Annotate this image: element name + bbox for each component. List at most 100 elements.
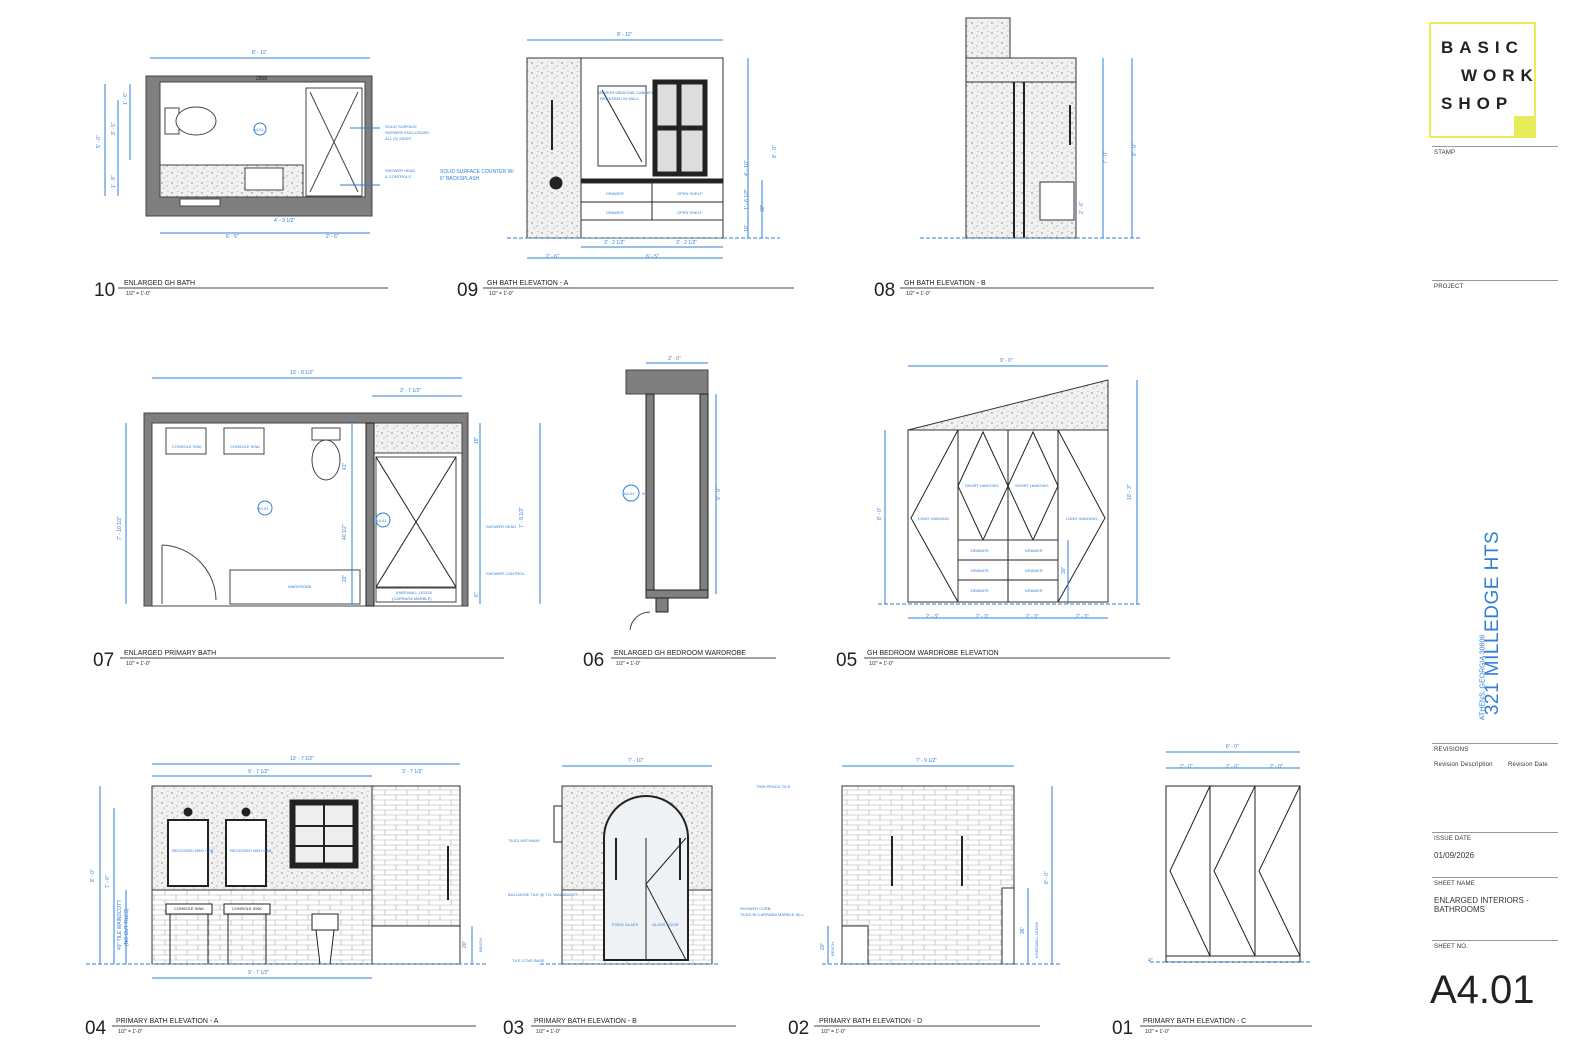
sheet-name-line-2: BATHROOMS xyxy=(1434,905,1485,914)
revision-date-header: Revision Date xyxy=(1508,762,1548,768)
dim-label: 36" xyxy=(1020,926,1026,934)
drawing-scale: 1/2" = 1'-0" xyxy=(489,291,514,297)
drawing-title: GH BATH ELEVATION - B xyxy=(904,280,986,287)
dim-label: 7' - 10 1/2" xyxy=(117,516,123,540)
issue-date-label: ISSUE DATE xyxy=(1434,836,1472,842)
dim-label: 30" xyxy=(760,204,766,212)
note: CONSOLE SINK xyxy=(230,444,260,449)
note: (CARRARA MARBLE) xyxy=(392,596,432,601)
dim-label: 2' - 6" xyxy=(546,254,559,260)
dim-label: 9' - 0" xyxy=(1000,358,1013,364)
revisions-divider xyxy=(1432,743,1558,744)
dim-label: 2' - 3" xyxy=(976,614,989,620)
drawing-number: 05 xyxy=(836,650,857,671)
dim-label: 20" xyxy=(820,942,826,950)
drawing-06-enlarged-gh-bedroom-wardrobe xyxy=(622,362,717,631)
note: MIRROR MEDICINE CABINET xyxy=(598,90,654,95)
section-tag: A4.01 xyxy=(376,518,387,523)
dim-label: 2' - 0" xyxy=(1270,764,1283,770)
dim-label: 8' - 0" xyxy=(90,869,96,882)
dim-label: 4' - 9 1/2" xyxy=(274,218,295,224)
dim-label: 4" xyxy=(1148,958,1153,964)
dim-label: 7' - 0" xyxy=(105,875,111,888)
dim-label: 2' - 3" xyxy=(1026,614,1039,620)
note: CONSOLE SINK xyxy=(174,906,204,911)
note: DRAWER xyxy=(1025,568,1043,573)
sheet-name-line-1: ENLARGED INTERIORS - xyxy=(1434,896,1529,905)
note: CONSOLE SINK xyxy=(172,444,202,449)
drawing-number: 06 xyxy=(583,650,604,671)
drawing-titles: 10 ENLARGED GH BATH 1/2" = 1'-0" 09 GH B… xyxy=(85,280,1246,1039)
note: SHORT HANGING xyxy=(965,483,999,488)
dim-label: 8' - 11" xyxy=(617,32,632,38)
stamp-divider xyxy=(1432,146,1558,147)
drawing-scale: 1/2" = 1'-0" xyxy=(1145,1029,1170,1035)
dim-label: 7' - 0" xyxy=(1103,151,1109,164)
note: OPEN SHELF xyxy=(677,191,703,196)
note: FIXED GLASS xyxy=(612,922,639,927)
note: CONSOLE SINK xyxy=(232,906,262,911)
drawing-title: ENLARGED GH BEDROOM WARDROBE xyxy=(614,650,746,657)
drawing-04-primary-bath-elevation-a xyxy=(86,763,486,979)
section-tags: A4.01 A4.01 A4.01 A4.01 06 xyxy=(253,127,647,523)
dim-label: 8' - 0" xyxy=(877,507,883,520)
dim-label: 2' - 0" xyxy=(668,356,681,362)
drawing-number: 09 xyxy=(457,280,478,301)
dim-label: 40" TILE WAINSCOTT xyxy=(117,900,123,950)
note: DRAWER xyxy=(1025,588,1043,593)
note: OPEN SHELF xyxy=(677,210,703,215)
dim-label: 22" xyxy=(342,574,348,582)
dim-label: 1' - 8" xyxy=(111,175,117,188)
basic-work-shop-logo: BASIC WORK SHOP xyxy=(1429,22,1536,138)
project-label: PROJECT xyxy=(1434,284,1464,290)
logo-word-basic: BASIC xyxy=(1441,38,1524,57)
note: & CONTROLS xyxy=(385,174,411,179)
dim-label: 4' - 10" xyxy=(744,160,750,176)
drawing-title-underlines xyxy=(112,287,1312,1027)
note: RECESSED MED CAB xyxy=(172,848,214,853)
drawing-number: 03 xyxy=(503,1018,524,1039)
dimension-labels: 8' - 11" 2868 6' - 5" 2' - 6" 4' - 9 1/2… xyxy=(90,32,1283,976)
logo-word-work: WORK xyxy=(1461,66,1539,85)
dim-label: 2' - 3" xyxy=(1076,614,1089,620)
note: TILE COVE BASE xyxy=(512,958,545,963)
dim-label: 3' - 2 1/2" xyxy=(676,240,697,246)
drawing-title: PRIMARY BATH ELEVATION - A xyxy=(116,1018,219,1025)
drawing-scale: 1/2" = 1'-0" xyxy=(906,291,931,297)
drawing-number: 01 xyxy=(1112,1018,1133,1039)
dim-label: 9' - 7 1/2" xyxy=(248,970,269,976)
drawing-scale: 1/2" = 1'-0" xyxy=(616,661,641,667)
drawing-scale: 1/2" = 1'-0" xyxy=(536,1029,561,1035)
dim-label: 6' - 5" xyxy=(226,234,239,240)
dim-label: 6' - 5" xyxy=(646,254,659,260)
note: DRAWER xyxy=(606,191,624,196)
dim-label: 13' - 7 1/2" xyxy=(290,756,314,762)
issue-date-value: 01/09/2026 xyxy=(1434,851,1475,860)
dim-label: 8' - 0" xyxy=(1044,871,1050,884)
stamp-label: STAMP xyxy=(1434,150,1456,156)
drawing-03-primary-bath-elevation-b xyxy=(540,765,720,965)
drawing-02-primary-bath-elevation-d xyxy=(822,765,1060,965)
dim-label: 13' - 8 1/2" xyxy=(290,370,314,376)
revision-description-header: Revision Description xyxy=(1434,762,1493,768)
sheet-name-divider xyxy=(1432,877,1558,878)
drawing-title: PRIMARY BATH ELEVATION - C xyxy=(1143,1018,1246,1025)
dim-label: 6" xyxy=(474,592,480,597)
note: BULLNOSE TILE @ T.O. WAINSCOTT xyxy=(508,892,578,897)
sheet-no-divider xyxy=(1432,940,1558,941)
dim-label: 5' - 0" xyxy=(96,135,102,148)
drawing-title: ENLARGED PRIMARY BATH xyxy=(124,650,216,657)
note: LONG HANGING xyxy=(918,516,949,521)
logo-word-shop: SHOP xyxy=(1441,94,1514,113)
drawing-title: ENLARGED GH BATH xyxy=(124,280,195,287)
note: THIN PENCIL TILE xyxy=(756,784,791,789)
dim-label: 3' - 7 1/2" xyxy=(402,769,423,775)
dim-label: 2' - 0" xyxy=(1180,764,1193,770)
section-tag: 06 xyxy=(642,491,647,496)
dim-label: 6' - 0" xyxy=(1226,744,1239,750)
drawing-title: GH BATH ELEVATION - A xyxy=(487,280,569,287)
note: SHOWER ENCLOSURE, xyxy=(385,130,430,135)
drawing-01-primary-bath-elevation-c xyxy=(1150,751,1310,963)
drawing-08-gh-bath-elevation-b xyxy=(920,17,1140,239)
